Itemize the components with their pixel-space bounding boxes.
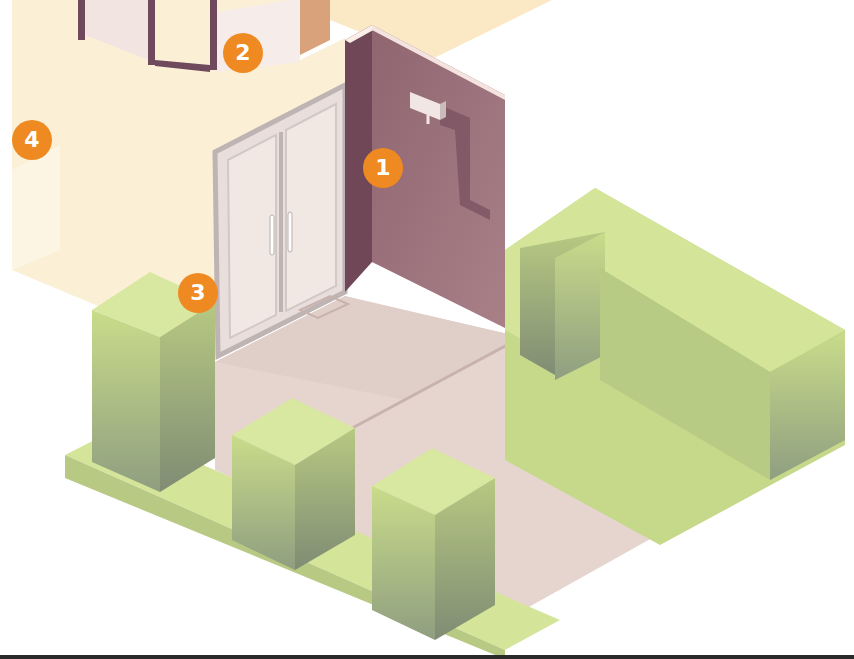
door-handle — [270, 215, 274, 255]
door-frame — [279, 132, 283, 312]
callout-number: 2 — [235, 42, 250, 64]
callout-number: 3 — [190, 282, 205, 304]
door-handle — [288, 212, 292, 252]
callout-circle: 4 — [12, 120, 52, 160]
hedge-block — [295, 428, 355, 570]
callout-number: 4 — [24, 129, 39, 151]
planter-base — [505, 188, 845, 545]
floor-joint — [330, 338, 520, 440]
planter-wall — [600, 268, 845, 480]
hedge-block — [232, 435, 295, 570]
planter-wall — [770, 332, 845, 480]
door-pane — [286, 104, 336, 311]
window-glass — [85, 0, 148, 60]
camera-shadow — [440, 105, 490, 220]
callout-number: 1 — [375, 157, 390, 179]
hedge-block — [92, 310, 160, 492]
window-glass — [217, 0, 300, 72]
hedge-block — [555, 232, 605, 380]
wall-top — [372, 25, 505, 100]
callout-circle: 3 — [178, 273, 218, 313]
hedge-block — [160, 302, 215, 492]
bottom-rule — [0, 655, 854, 659]
security-camera — [410, 92, 440, 120]
camera-mount — [427, 115, 430, 124]
window-frame — [155, 60, 210, 72]
facade-panel — [12, 145, 60, 270]
window-frame — [78, 0, 85, 40]
building-facade — [12, 0, 345, 355]
security-camera — [440, 101, 446, 120]
door-pane — [228, 135, 276, 338]
hedge-block — [435, 478, 495, 640]
window-frame — [148, 0, 155, 65]
hedge-block — [372, 486, 435, 640]
window-frame — [210, 0, 217, 70]
callout-circle: 2 — [223, 33, 263, 73]
door-mat — [300, 296, 348, 318]
callout-circle: 1 — [363, 148, 403, 188]
